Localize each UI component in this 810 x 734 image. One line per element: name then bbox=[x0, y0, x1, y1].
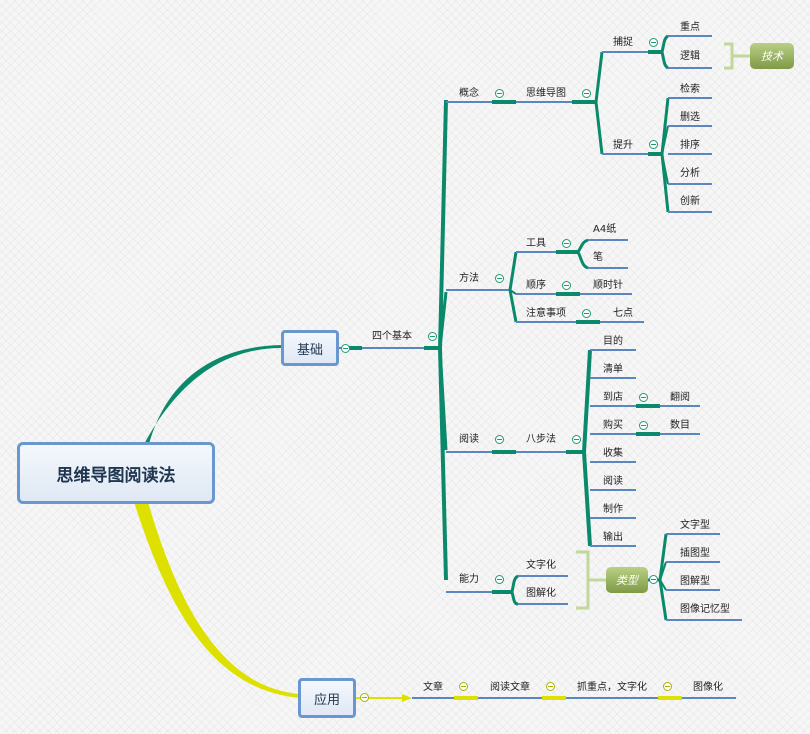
topic-chuangxin[interactable]: 创新 bbox=[680, 196, 700, 207]
topic-gainian[interactable]: 概念 bbox=[459, 88, 479, 99]
topic-shanxuan[interactable]: 删选 bbox=[680, 112, 700, 123]
topic-jiansuo[interactable]: 检索 bbox=[680, 84, 700, 95]
topic-qidian[interactable]: 七点 bbox=[613, 308, 633, 319]
topic-shouji[interactable]: 收集 bbox=[603, 448, 623, 459]
collapse-toggle-wenzhang[interactable] bbox=[459, 682, 468, 691]
collapse-toggle-zhuazhongdian[interactable] bbox=[663, 682, 672, 691]
topic-daodian[interactable]: 到店 bbox=[603, 392, 623, 403]
topic-tuxiangjiyixing[interactable]: 图像记忆型 bbox=[680, 604, 730, 615]
topic-zhuyishixiang[interactable]: 注意事项 bbox=[526, 308, 566, 319]
topic-yingyong[interactable]: 应用 bbox=[298, 678, 356, 718]
tag-jishu[interactable]: 技术 bbox=[750, 43, 794, 69]
root-topic[interactable]: 思维导图阅读法 bbox=[17, 442, 215, 504]
topic-buzhuo[interactable]: 捕捉 bbox=[613, 37, 633, 48]
collapse-toggle-yingyong[interactable] bbox=[360, 693, 369, 702]
topic-a4zhi[interactable]: A4纸 bbox=[593, 224, 617, 235]
topic-babufa[interactable]: 八步法 bbox=[526, 434, 556, 445]
topic-chatuxing[interactable]: 插图型 bbox=[680, 548, 710, 559]
topic-fangfa[interactable]: 方法 bbox=[459, 273, 479, 284]
topic-wenzixing[interactable]: 文字型 bbox=[680, 520, 710, 531]
collapse-toggle-yuedu-wenzhang[interactable] bbox=[546, 682, 555, 691]
connector-root-yingyong bbox=[134, 502, 300, 698]
topic-fenxi[interactable]: 分析 bbox=[680, 168, 700, 179]
collapse-toggle-shunxu[interactable] bbox=[562, 281, 571, 290]
topic-tujiehua[interactable]: 图解化 bbox=[526, 588, 556, 599]
topic-shunshizhen[interactable]: 顺时针 bbox=[593, 280, 623, 291]
topic-sige-jiben[interactable]: 四个基本 bbox=[372, 331, 412, 342]
collapse-toggle-sige-jiben[interactable] bbox=[428, 332, 437, 341]
topic-zhongdian[interactable]: 重点 bbox=[680, 22, 700, 33]
topic-yuedu-step[interactable]: 阅读 bbox=[603, 476, 623, 487]
collapse-toggle-babufa[interactable] bbox=[572, 435, 581, 444]
collapse-toggle-zhuyi[interactable] bbox=[582, 309, 591, 318]
collapse-toggle-goumai[interactable] bbox=[639, 421, 648, 430]
topic-yuedu-wenzhang[interactable]: 阅读文章 bbox=[490, 682, 530, 693]
topic-yuedu[interactable]: 阅读 bbox=[459, 434, 479, 445]
collapse-toggle-yuedu[interactable] bbox=[495, 435, 504, 444]
topic-gongju[interactable]: 工具 bbox=[526, 238, 546, 249]
topic-paixu[interactable]: 排序 bbox=[680, 140, 700, 151]
topic-wenzihua[interactable]: 文字化 bbox=[526, 560, 556, 571]
topic-zhuazhongdian[interactable]: 抓重点，文字化 bbox=[577, 682, 647, 693]
topic-goumai[interactable]: 购买 bbox=[603, 420, 623, 431]
collapse-toggle-fangfa[interactable] bbox=[495, 274, 504, 283]
topic-fanyue[interactable]: 翻阅 bbox=[670, 392, 690, 403]
collapse-toggle-siweidaotu[interactable] bbox=[582, 89, 591, 98]
topic-shunxu[interactable]: 顺序 bbox=[526, 280, 546, 291]
topic-shumu[interactable]: 数目 bbox=[670, 420, 690, 431]
collapse-toggle-gainian[interactable] bbox=[495, 89, 504, 98]
topic-shuchu[interactable]: 输出 bbox=[603, 532, 623, 543]
topic-tuxianghua[interactable]: 图像化 bbox=[693, 682, 723, 693]
topic-zhizuo[interactable]: 制作 bbox=[603, 504, 623, 515]
topic-siweidaotu[interactable]: 思维导图 bbox=[526, 88, 566, 99]
topic-mudi[interactable]: 目的 bbox=[603, 336, 623, 347]
topic-bi[interactable]: 笔 bbox=[593, 252, 603, 263]
topic-nengli[interactable]: 能力 bbox=[459, 574, 479, 585]
collapse-toggle-gongju[interactable] bbox=[562, 239, 571, 248]
tag-leixing[interactable]: 类型 bbox=[606, 567, 648, 593]
collapse-toggle-jichu[interactable] bbox=[341, 344, 350, 353]
topic-tujiexing[interactable]: 图解型 bbox=[680, 576, 710, 587]
collapse-toggle-tisheng[interactable] bbox=[649, 140, 658, 149]
topic-luoji[interactable]: 逻辑 bbox=[680, 51, 700, 62]
collapse-toggle-nengli[interactable] bbox=[495, 575, 504, 584]
connector-root-jichu bbox=[142, 345, 282, 448]
topic-tisheng[interactable]: 提升 bbox=[613, 140, 633, 151]
topic-qingdan[interactable]: 清单 bbox=[603, 364, 623, 375]
collapse-toggle-leixing[interactable] bbox=[649, 575, 658, 584]
collapse-toggle-daodian[interactable] bbox=[639, 393, 648, 402]
topic-jichu[interactable]: 基础 bbox=[281, 330, 339, 366]
topic-wenzhang[interactable]: 文章 bbox=[423, 682, 443, 693]
collapse-toggle-buzhuo[interactable] bbox=[649, 38, 658, 47]
